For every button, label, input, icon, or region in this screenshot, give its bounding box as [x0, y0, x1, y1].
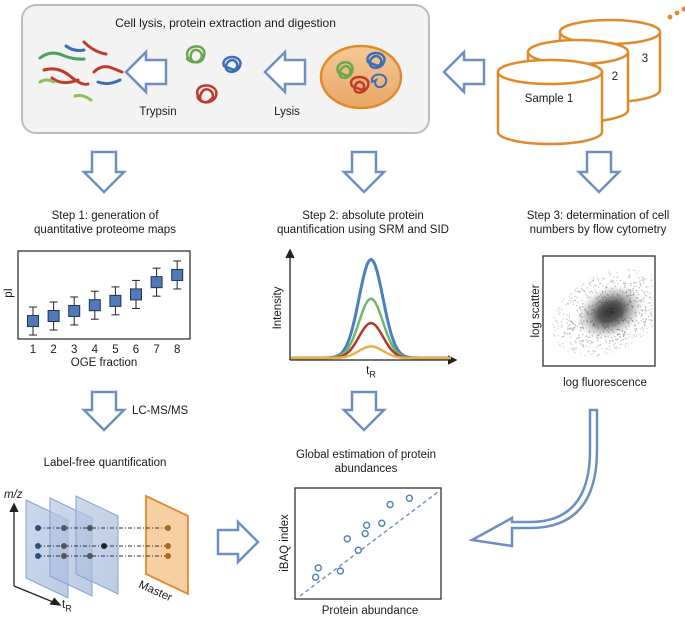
global-point-10 [405, 494, 414, 502]
global-scatter-points [311, 494, 414, 581]
step1-box-6 [130, 279, 142, 309]
step1-title-line1: Step 1: generation of [51, 210, 159, 222]
step3-ylabel: log scatter [530, 284, 542, 338]
step1-box-4 [88, 290, 101, 320]
arrow-down-global [340, 390, 388, 432]
step1-xtick-4: 4 [91, 344, 98, 356]
step1-xtick-3: 3 [70, 344, 78, 356]
arrow-down-step1 [80, 150, 128, 194]
step3-title-line2: numbers by flow cytometry [529, 224, 667, 236]
global-point-3 [336, 567, 345, 575]
step2-curve-2 [291, 297, 451, 360]
sample3-label: 3 [641, 53, 649, 65]
global-point-5 [354, 546, 362, 554]
step3-scatter-cloud [552, 269, 654, 357]
arrow-down-step3 [575, 150, 623, 194]
sample1-label: Sample 1 [524, 93, 574, 105]
global-point-2 [314, 564, 322, 572]
step2-xlabel: tR [356, 364, 386, 381]
global-point-8 [378, 519, 386, 527]
step2-ylabel: Intensity [272, 286, 284, 330]
arrow-down-lcms [80, 390, 128, 432]
step1-plot-frame [17, 250, 191, 340]
step1-xtick-5: 5 [112, 344, 119, 356]
step2-curve-4 [291, 345, 451, 360]
global-xlabel: Protein abundance [321, 605, 419, 617]
step1-boxplot [27, 260, 184, 336]
labelfree-feature-dots [35, 525, 171, 559]
step1-box-2 [47, 301, 60, 331]
step1-xtick-1: 1 [29, 344, 37, 356]
step1-xtick-7: 7 [153, 344, 160, 356]
sample2-label: 2 [611, 71, 619, 83]
labelfree-sheets [25, 494, 189, 599]
global-title-line2: abundances [334, 463, 398, 475]
labelfree-axes [9, 502, 62, 606]
proteins-icon [185, 45, 242, 104]
global-fit-line [299, 491, 439, 597]
step1-box-3 [68, 296, 81, 326]
step2-curves [291, 257, 451, 360]
trypsin-label: Trypsin [139, 106, 177, 118]
step1-box-8 [171, 260, 184, 290]
step2-title-line2: quantification using SRM and SID [277, 224, 449, 236]
step2-curve-1 [291, 257, 451, 360]
global-ylabel: iBAQ index [279, 514, 291, 572]
step2-title-line1: Step 2: absolute protein [302, 210, 424, 222]
global-plot-frame [294, 487, 442, 600]
global-point-1 [311, 573, 320, 581]
global-point-9 [386, 500, 394, 509]
sample-cylinders [496, 18, 662, 146]
step1-box-5 [109, 286, 122, 316]
step1-xtick-2: 2 [50, 344, 57, 356]
more-samples-dots [667, 6, 685, 20]
labelfree-xaxis-main: t [62, 599, 66, 611]
labelfree-title: Label-free quantification [43, 457, 167, 469]
labelfree-xaxis-label: tR [62, 598, 72, 615]
arrow-down-step2 [340, 150, 388, 194]
step2-curve-3 [291, 321, 451, 360]
step1-title-line2: quantitative proteome maps [34, 224, 176, 236]
labelfree-xaxis-sub: R [65, 603, 72, 614]
arrow-left-samples [442, 48, 486, 96]
step2-xlabel-main: t [366, 365, 370, 377]
peptides-icon [38, 40, 124, 102]
labelfree-yaxis-label: m/z [4, 489, 23, 501]
global-point-4 [343, 535, 351, 543]
lcms-label: LC-MS/MS [132, 405, 189, 417]
top-box-title: Cell lysis, protein extraction and diges… [115, 16, 336, 30]
lysis-label: Lysis [274, 106, 300, 118]
arrow-left-lysis [263, 48, 307, 96]
step1-ylabel: pI [3, 288, 15, 298]
arrow-left-trypsin [124, 48, 168, 96]
global-title-line1: Global estimation of protein [296, 449, 436, 461]
step3-xlabel: log fluorescence [563, 377, 647, 389]
step1-box-7 [150, 267, 163, 297]
arrow-curved-to-global [468, 408, 599, 548]
step1-xlabel: OGE fraction [70, 357, 138, 369]
global-point-6 [361, 529, 369, 538]
step1-box-1 [27, 306, 39, 336]
arrow-right-to-global [216, 518, 260, 566]
step2-xlabel-sub: R [369, 369, 376, 380]
step1-xtick-8: 8 [173, 344, 181, 356]
step3-title-line1: Step 3: determination of cell [526, 210, 670, 222]
global-point-7 [362, 521, 371, 529]
step1-xtick-6: 6 [132, 344, 140, 356]
cell-icon [319, 44, 403, 110]
